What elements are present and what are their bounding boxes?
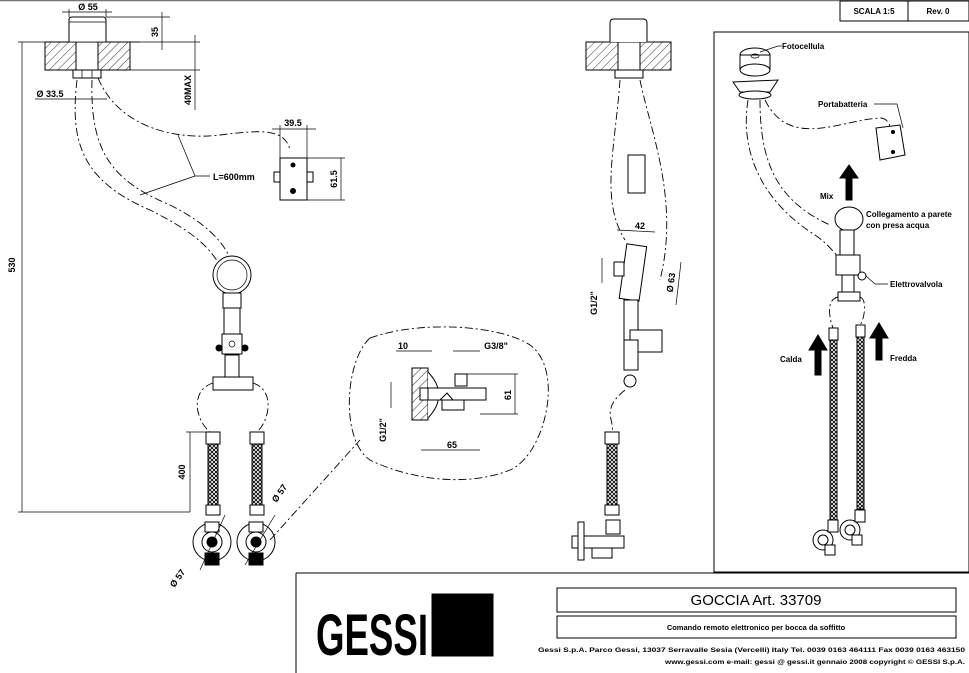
logo-square — [431, 593, 494, 657]
label-solenoid-valve: Elettrovalvola — [890, 280, 943, 289]
hose-right — [249, 431, 265, 516]
tee-fitting — [212, 376, 254, 391]
label-battery-holder: Portabatteria — [818, 100, 868, 109]
ceiling-hole — [75, 41, 99, 71]
sensor-body — [68, 16, 107, 42]
dim-sensor-diameter: Ø 55 — [78, 2, 98, 12]
dim-pipe-diameter: Ø 33.5 — [36, 89, 63, 99]
label-cold: Fredda — [890, 354, 917, 363]
angle-valve-left — [192, 521, 232, 566]
dim-valve-depth: 65 — [447, 440, 457, 450]
side-battery-holder — [627, 154, 646, 194]
iso-wall-connection — [834, 206, 864, 232]
cold-arrow-icon — [869, 322, 889, 361]
hose-path-2 — [91, 79, 233, 263]
dim-cable-length: L=600mm — [213, 172, 255, 182]
angle-valve-body — [427, 387, 487, 401]
description-box — [556, 615, 957, 639]
label-wall-connection: Collegamento a parete — [866, 210, 952, 219]
dim-total-height: 530 — [7, 257, 17, 272]
detail-view: 10 G3/8" 61 G1/2" 65 — [348, 326, 549, 480]
wall-connection-disc — [212, 255, 252, 295]
dim-battery-width: 39.5 — [284, 118, 302, 128]
front-view: Ø 55 35 40MAX Ø 33.5 530 L=600mm 39.5 — [7, 2, 361, 589]
company-contact: www.gessi.com e-mail: gessi @ gessi.it g… — [664, 658, 965, 666]
dim-valve-diameter-right: Ø 57 — [270, 482, 289, 504]
iso-hose-cold — [856, 336, 865, 510]
hose-path-1 — [74, 79, 221, 266]
detail-outline — [348, 326, 549, 480]
dim-battery-height: 61.5 — [329, 170, 339, 188]
scale-label: SCALA 1:5 — [853, 7, 895, 16]
product-description: Comando remoto elettronico per bocca da … — [667, 623, 846, 632]
dim-side-depth: 42 — [635, 221, 645, 231]
iso-angle-valve-cold — [839, 509, 866, 546]
dim-ceiling-thickness: 40MAX — [183, 75, 193, 105]
hot-arrow-icon — [808, 334, 828, 376]
side-view: 42 G1/2" Ø 63 — [571, 18, 682, 561]
revision-label: Rev. 0 — [927, 7, 951, 16]
dim-sensor-height: 35 — [150, 27, 160, 37]
rev-box — [907, 0, 969, 22]
product-title-box — [556, 587, 957, 613]
dim-side-diameter: Ø 63 — [665, 272, 678, 293]
iso-solenoid-valve — [835, 254, 861, 276]
cable-path — [97, 77, 291, 151]
mounting-nut — [72, 69, 102, 79]
dim-valve-diameter-left: Ø 57 — [168, 567, 187, 589]
company-address: Gessi S.p.A. Parco Gessi, 13037 Serraval… — [538, 647, 965, 654]
angle-valve-right — [236, 521, 276, 566]
dim-side-thread: G1/2" — [589, 291, 599, 315]
label-photocell: Fotocellula — [782, 42, 825, 51]
label-wall-connection-2: con presa acqua — [866, 221, 930, 230]
iso-angle-valve-hot — [812, 519, 839, 556]
mix-arrow-icon — [839, 164, 859, 201]
gessi-logo: GESSI — [316, 593, 494, 668]
label-hot: Calda — [780, 355, 802, 364]
dim-hose-length: 400 — [177, 464, 187, 479]
title-block: GESSI GOCCIA Art. 33709 Comando remoto e… — [295, 572, 969, 673]
product-title: GOCCIA Art. 33709 — [691, 592, 822, 609]
dim-outlet-thread: G3/8" — [484, 341, 508, 351]
scale-rev-block: SCALA 1:5 Rev. 0 — [839, 0, 969, 22]
isometric-panel: Fotocellula Portabatteria Mix Collegamen… — [713, 31, 969, 573]
dim-inlet-thread: G1/2" — [378, 418, 388, 442]
solenoid-valve — [221, 333, 243, 355]
label-mix: Mix — [820, 192, 834, 201]
iso-hose-hot — [829, 339, 838, 521]
side-sensor-body — [609, 18, 648, 42]
iso-battery-holder — [875, 124, 906, 161]
dim-wall-flange: 10 — [398, 341, 408, 351]
logo-text: GESSI — [316, 603, 428, 668]
isometric-frame — [713, 31, 969, 573]
dim-valve-height: 61 — [503, 390, 513, 400]
hose-left — [205, 431, 221, 516]
